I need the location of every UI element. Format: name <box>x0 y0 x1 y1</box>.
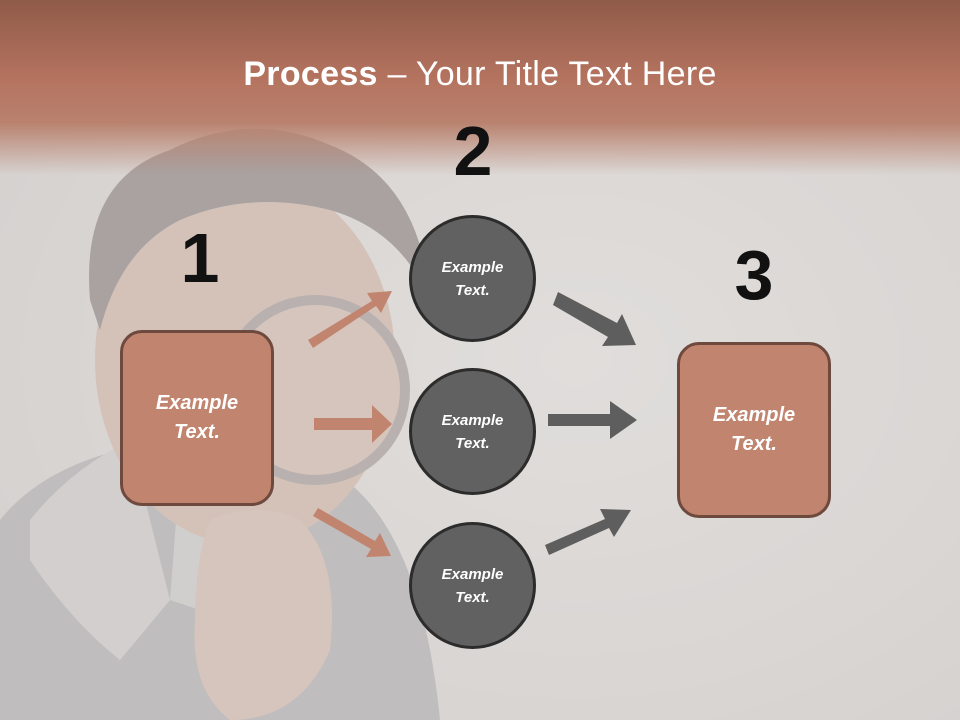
title-bold: Process <box>243 55 378 93</box>
circle-bottom: Example Text. <box>409 522 536 649</box>
arrow-left-to-bottom <box>313 508 391 557</box>
step-number-2: 2 <box>453 112 493 190</box>
arrow-top-to-right <box>553 292 636 346</box>
arrow-middle-to-right <box>548 401 637 439</box>
left-box-text: Example Text. <box>155 392 239 443</box>
slide-title: Process – Your Title Text Here <box>0 52 960 96</box>
step-number-3: 3 <box>734 236 774 314</box>
circle-top: Example Text. <box>409 215 536 342</box>
circle-middle: Example Text. <box>409 368 536 495</box>
circle-top-text: Example Text. <box>441 258 504 299</box>
arrow-left-to-middle <box>314 405 392 443</box>
left-box: Example Text. <box>120 330 274 506</box>
right-box-text: Example Text. <box>712 404 796 455</box>
step-number-1: 1 <box>180 219 220 297</box>
title-band <box>0 0 960 175</box>
circle-bottom-text: Example Text. <box>441 565 504 606</box>
title-rest: – Your Title Text Here <box>377 55 717 93</box>
arrow-left-to-top <box>308 291 392 348</box>
right-box: Example Text. <box>677 342 831 518</box>
arrow-bottom-to-right <box>545 509 631 555</box>
circle-middle-text: Example Text. <box>441 411 504 452</box>
